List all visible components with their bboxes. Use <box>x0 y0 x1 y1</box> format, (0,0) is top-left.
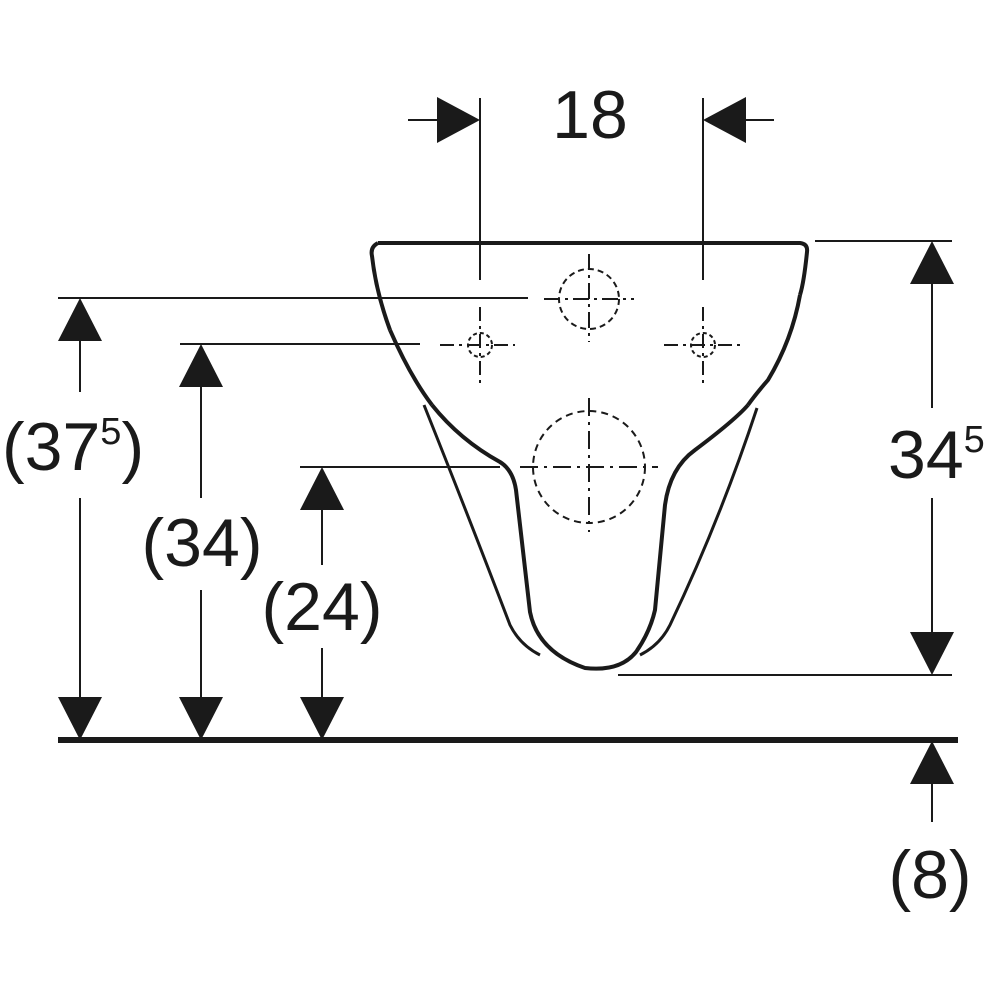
wc-holes <box>440 254 740 532</box>
below-floor-label: (8) <box>888 837 971 913</box>
arrow-up <box>58 298 102 341</box>
arrow-up <box>179 344 223 387</box>
fixing-from-floor-label: (34) <box>142 505 263 581</box>
extension-lines <box>58 98 952 676</box>
waste-from-floor-label: (24) <box>262 569 383 645</box>
arrow-down <box>300 697 344 740</box>
bowl-height-label: 345 <box>888 417 985 493</box>
wc-outline <box>369 241 810 671</box>
arrow-up <box>910 741 954 784</box>
arrow-right <box>437 97 480 143</box>
dim-below-floor: (8) <box>888 741 972 913</box>
top-from-floor-label: (375) <box>2 409 144 485</box>
arrow-down <box>910 632 954 675</box>
hole-spacing-label: 18 <box>552 77 628 153</box>
dim-bowl-height: 345 <box>888 241 985 675</box>
arrow-left <box>703 97 746 143</box>
dim-waste-from-floor: (24) <box>262 467 383 740</box>
arrow-down <box>58 697 102 740</box>
dim-fixing-from-floor: (34) <box>142 344 263 740</box>
arrow-up <box>300 467 344 510</box>
arrow-up <box>910 241 954 284</box>
dim-hole-spacing: 18 <box>408 77 774 153</box>
dim-top-from-floor: (375) <box>2 298 144 740</box>
arrow-down <box>179 697 223 740</box>
